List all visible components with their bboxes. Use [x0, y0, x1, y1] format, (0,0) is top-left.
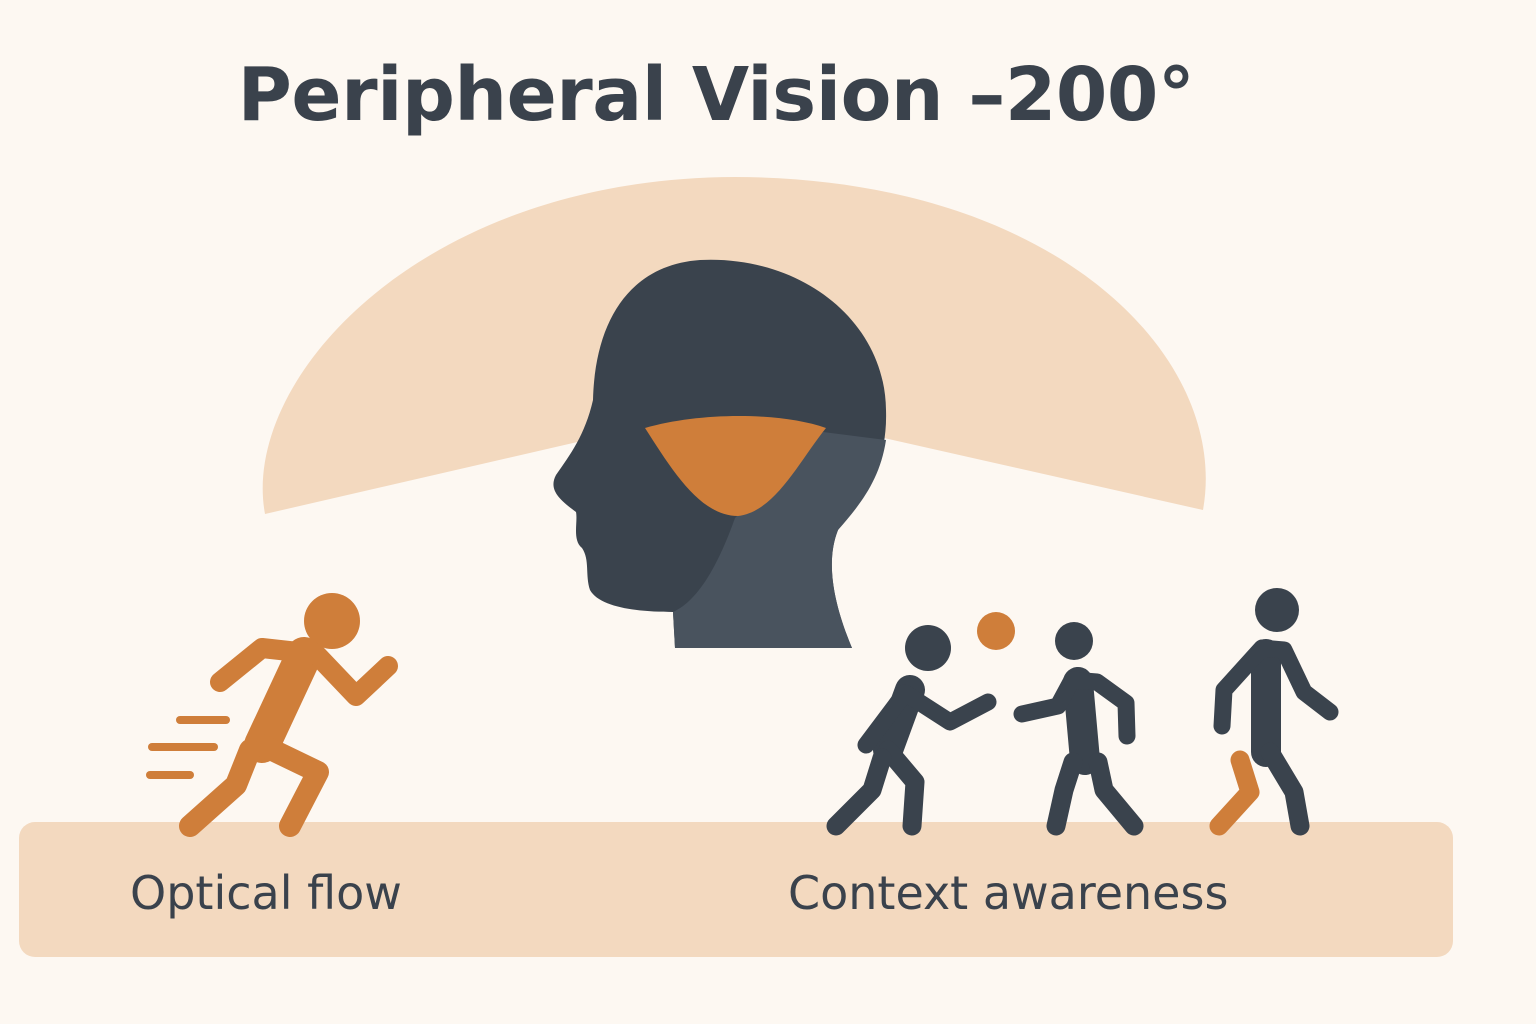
head-profile-icon — [553, 259, 887, 648]
motion-lines-icon — [146, 716, 230, 779]
context-awareness-label: Context awareness — [788, 866, 1229, 920]
caption-band — [19, 822, 1453, 957]
person-2-icon — [1013, 622, 1144, 836]
ball-icon — [977, 612, 1015, 650]
running-person-icon — [179, 593, 398, 837]
person-1-icon — [826, 625, 997, 836]
page-title: Peripheral Vision –200° — [237, 52, 1195, 138]
people-group-icon — [826, 588, 1339, 836]
person-3-icon — [1209, 588, 1339, 836]
optical-flow-label: Optical flow — [130, 866, 402, 920]
